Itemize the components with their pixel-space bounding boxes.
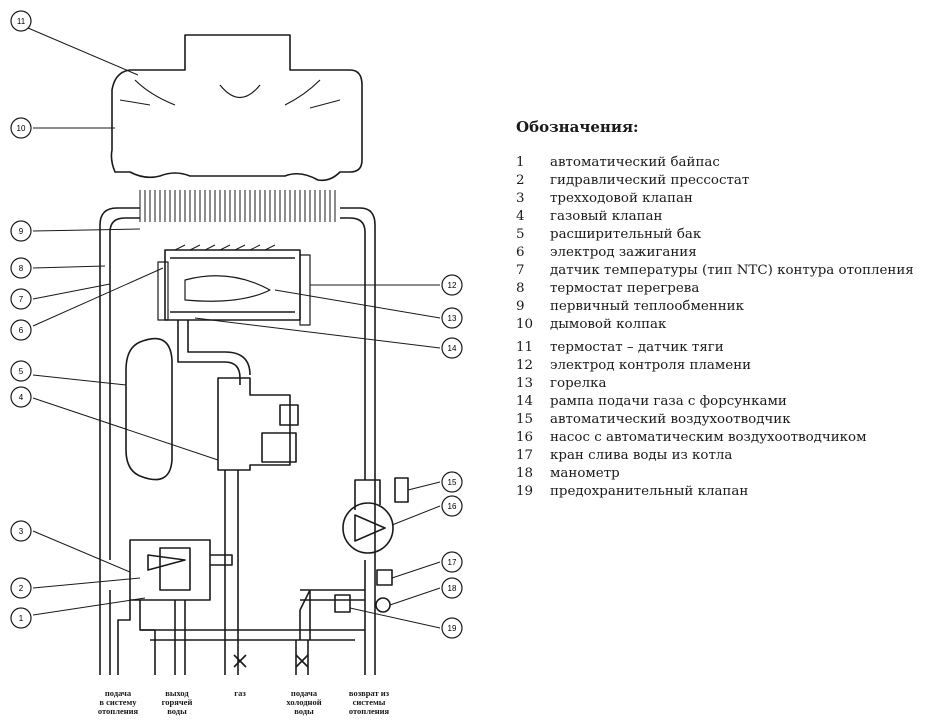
smoke-hood (110, 34, 363, 182)
callout-18: 18 (448, 584, 457, 593)
callout-3: 3 (19, 527, 24, 536)
callout-7: 7 (19, 295, 24, 304)
callout-5: 5 (19, 367, 24, 376)
air-vent (394, 477, 409, 503)
label-hot-water-out: выход горячей воды (161, 688, 193, 716)
callout-14: 14 (448, 344, 457, 353)
right-main-pipe (340, 207, 376, 675)
callout-4: 4 (19, 393, 24, 402)
callout-11: 11 (17, 17, 26, 26)
callout-15: 15 (448, 478, 457, 487)
legend-title: Обозначения: (516, 118, 639, 136)
callout-9: 9 (19, 227, 24, 236)
label-heating-return: возврат из системы отопления (348, 688, 390, 716)
three-way-valve (129, 539, 211, 601)
callout-1: 1 (19, 614, 24, 623)
label-cold-water-in: подача холодной воды (286, 688, 322, 716)
left-main-pipe (99, 207, 140, 675)
callout-8: 8 (19, 264, 24, 273)
callout-16: 16 (448, 502, 457, 511)
callout-13: 13 (448, 314, 457, 323)
label-heating-supply: подача в систему отопления (97, 688, 139, 716)
callout-12: 12 (448, 281, 457, 290)
burner-body (184, 275, 271, 302)
callout-19: 19 (448, 624, 457, 633)
callout-6: 6 (19, 326, 24, 335)
callout-10: 10 (17, 124, 26, 133)
gas-valve (217, 377, 299, 471)
callout-17: 17 (448, 558, 457, 567)
label-gas: газ (234, 688, 246, 698)
callout-2: 2 (19, 584, 24, 593)
expansion-tank (125, 337, 173, 481)
heat-exchanger-fins (139, 190, 336, 222)
pump (342, 502, 394, 554)
